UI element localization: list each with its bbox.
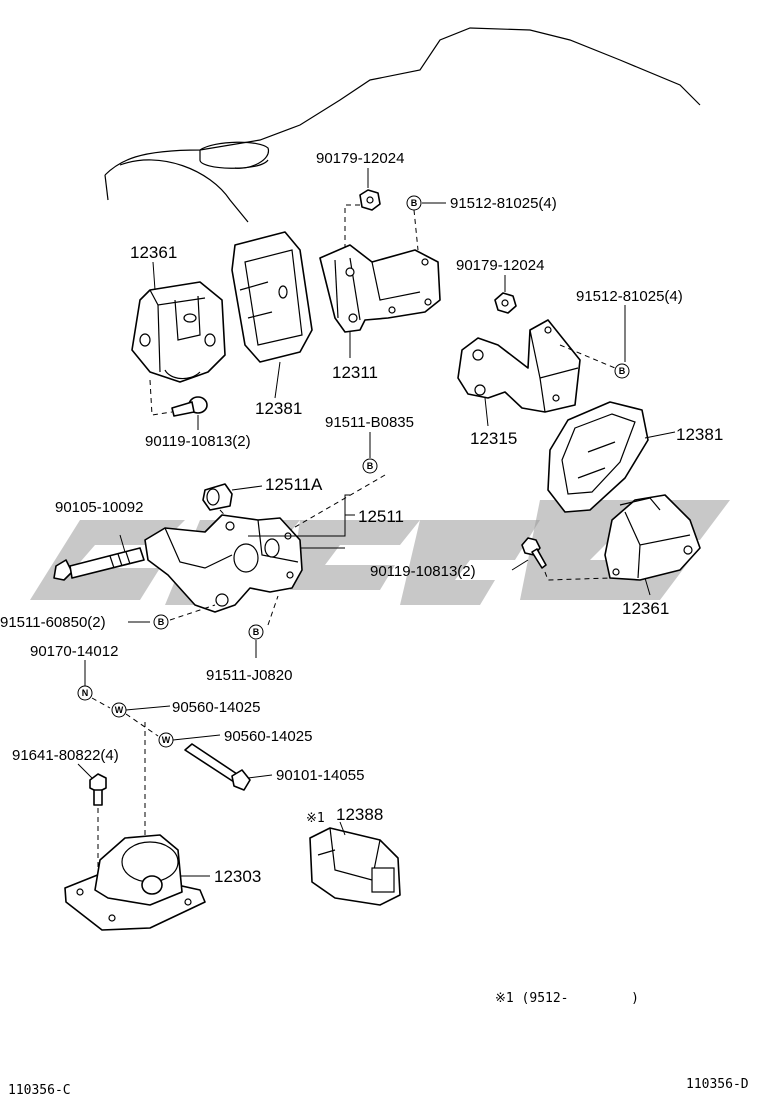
bolt-badge-right-icon: B	[614, 363, 630, 379]
bushing-12388-icon	[309, 827, 401, 906]
mount-cushion-right-icon	[547, 401, 649, 513]
svg-text:W: W	[162, 735, 171, 745]
svg-text:B: B	[619, 366, 626, 376]
label-90170: 90170-14012	[30, 643, 118, 660]
svg-text:B: B	[367, 461, 374, 471]
nut-badge-icon: N	[77, 685, 93, 701]
nut-mid-icon	[494, 292, 517, 314]
label-90105: 90105-10092	[55, 499, 143, 516]
engine-mount-insulator-right-icon	[604, 494, 701, 581]
label-12361-right: 12361	[622, 599, 669, 618]
svg-text:B: B	[411, 198, 418, 208]
bolt-badge-j0820-icon: B	[248, 595, 279, 640]
label-90560-b: 90560-14025	[224, 728, 312, 745]
label-91511-B0835: 91511-B0835	[325, 414, 414, 431]
label-12315: 12315	[470, 429, 517, 448]
figure-code-left: 110356-C	[8, 1083, 71, 1098]
mount-cushion-left-icon	[231, 231, 313, 363]
label-91511-J0820: 91511-J0820	[206, 667, 292, 684]
bolt-left-icon	[149, 379, 208, 417]
mount-bracket-12311-icon	[319, 244, 441, 333]
figure-code-right: 110356-D	[686, 1077, 749, 1092]
label-12511A: 12511A	[265, 475, 323, 494]
label-91641: 91641-80822(4)	[12, 747, 119, 764]
washer-badge-a-icon: W	[111, 702, 127, 718]
label-12303: 12303	[214, 867, 261, 886]
svg-text:W: W	[115, 705, 124, 715]
bolt-badge-top-icon: B	[406, 195, 422, 251]
footnote: ※1 (9512- )	[495, 991, 639, 1006]
label-90560-a: 90560-14025	[172, 699, 260, 716]
label-12511: 12511	[358, 507, 404, 526]
engine-outline-icon	[104, 27, 701, 223]
label-12311: 12311	[332, 363, 378, 382]
label-12381-left: 12381	[255, 399, 302, 418]
leader-lines	[77, 168, 676, 877]
bolt-right-icon	[521, 537, 611, 581]
label-91511-60850: 91511-60850(2)	[0, 614, 106, 631]
label-90179-top: 90179-12024	[316, 150, 404, 167]
label-91512-top: 91512-81025(4)	[450, 195, 557, 212]
mount-bracket-12315-icon	[457, 319, 616, 413]
label-note-marker: ※1	[306, 811, 325, 826]
nut-top-icon	[344, 189, 381, 252]
svg-text:B: B	[253, 627, 260, 637]
svg-text:N: N	[82, 688, 89, 698]
bolt-90101-icon	[184, 743, 251, 791]
label-90119-left: 90119-10813(2)	[145, 433, 251, 450]
engine-mount-insulator-left-icon	[131, 281, 226, 383]
bolt-badge-b0835-icon: B	[289, 458, 386, 531]
label-90119-right: 90119-10813(2)	[370, 563, 476, 580]
label-90179-mid: 90179-12024	[456, 257, 544, 274]
bolt-badge-60850-icon: B	[153, 604, 216, 630]
label-12388: 12388	[336, 805, 383, 824]
svg-text:B: B	[158, 617, 165, 627]
mount-bracket-12511-icon	[144, 514, 303, 613]
washer-badge-b-icon: W	[158, 732, 174, 748]
long-bolt-90105-icon	[53, 547, 145, 581]
label-91512-right: 91512-81025(4)	[576, 288, 683, 305]
label-12381-right: 12381	[676, 425, 723, 444]
rear-mount-12303-icon	[64, 834, 206, 931]
label-12361-left: 12361	[130, 243, 177, 262]
label-90101: 90101-14055	[276, 767, 364, 784]
